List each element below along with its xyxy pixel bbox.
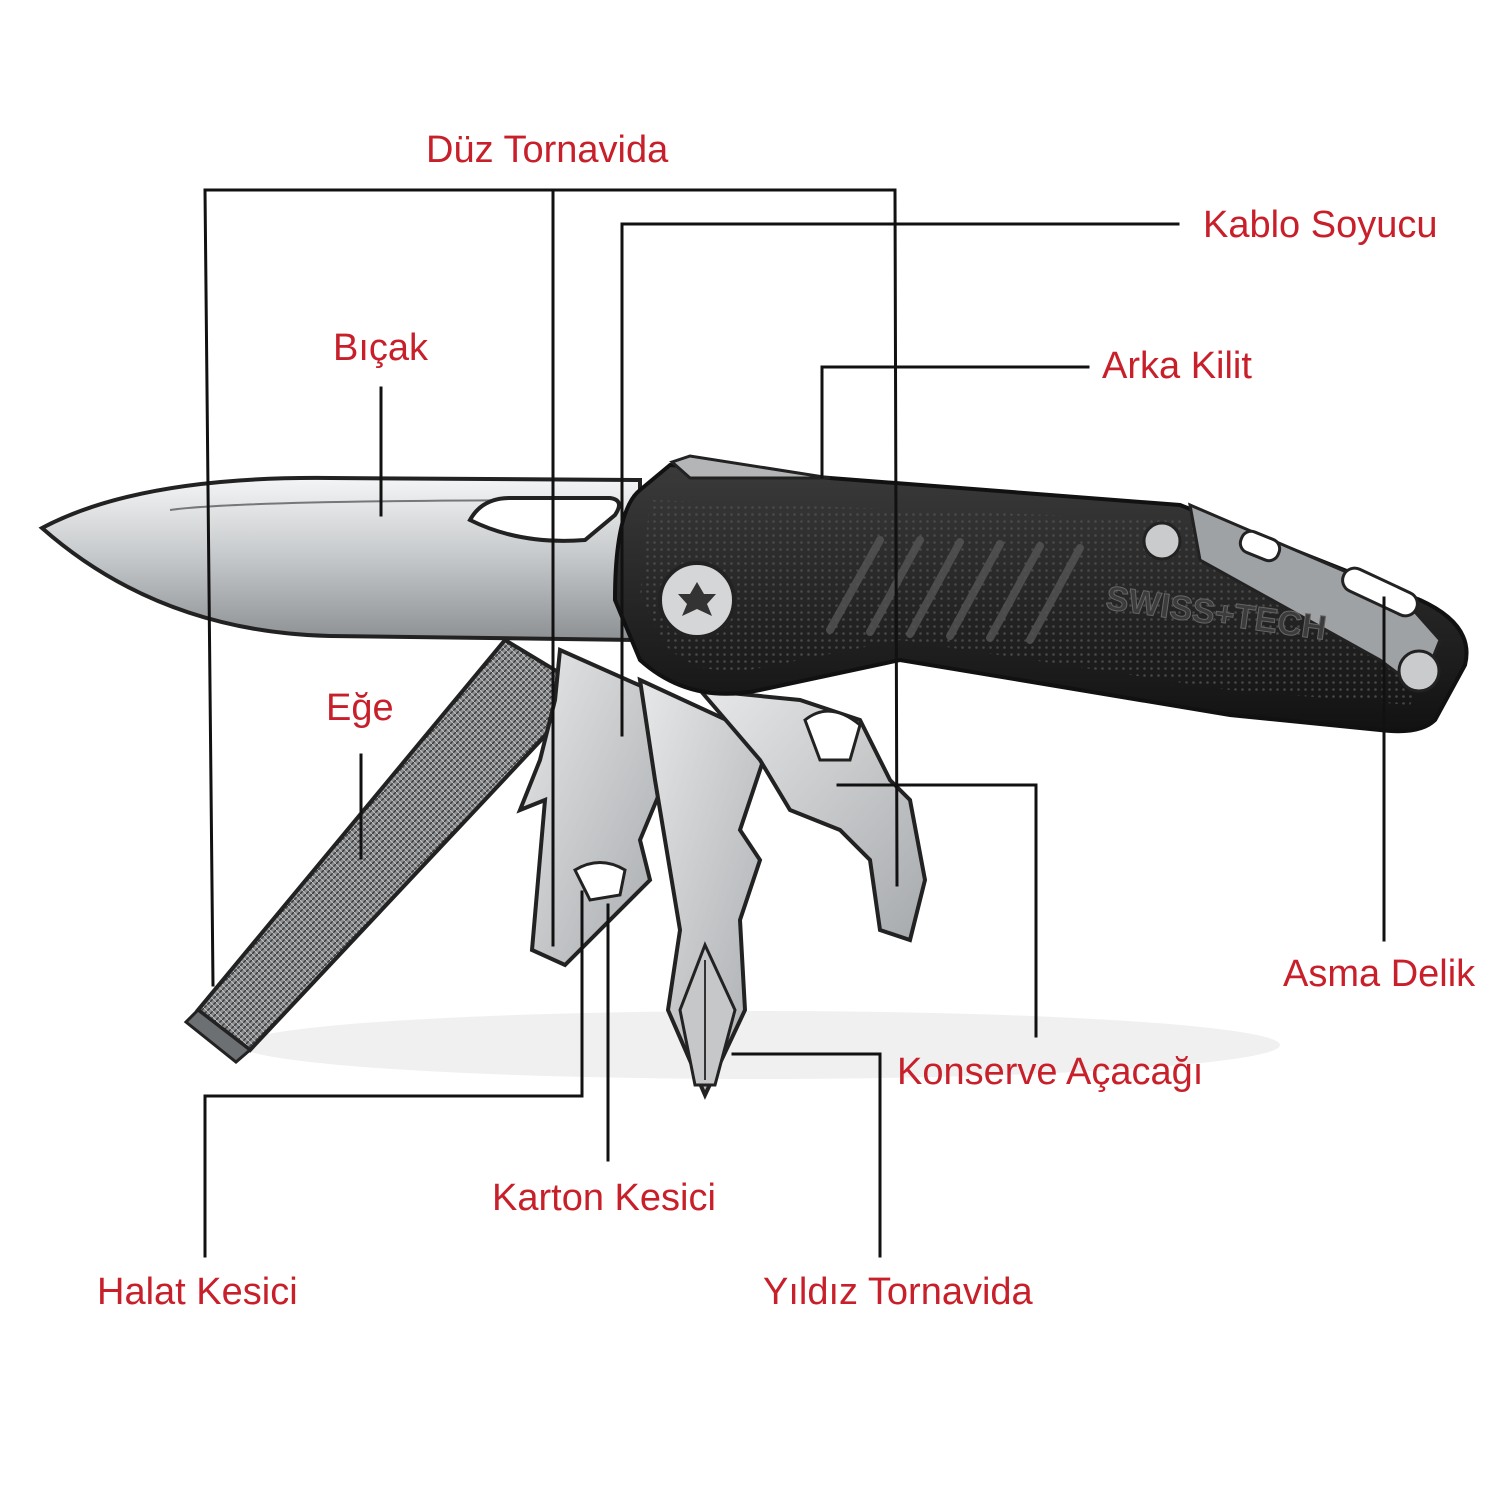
- ground-shadow: [240, 1011, 1280, 1079]
- can-opener-tool: [695, 687, 928, 943]
- label-bicak: Bıçak: [333, 327, 429, 369]
- leader-arka-kilit: [820, 365, 1090, 479]
- label-halat-kesici: Halat Kesici: [97, 1271, 298, 1313]
- leader-duz-tornavida: [203, 188, 899, 987]
- knife-handle: SWISS+TECH: [612, 454, 1469, 734]
- leader-konserve: [836, 783, 1038, 1038]
- label-kablo-soyucu: Kablo Soyucu: [1203, 204, 1438, 246]
- leader-lines: [203, 188, 1386, 1258]
- label-konserve-acacagi: Konserve Açacağı: [897, 1051, 1204, 1093]
- label-asma-delik: Asma Delik: [1283, 953, 1476, 995]
- file-tool: [183, 637, 592, 1064]
- leader-kablo-soyucu: [620, 222, 1180, 737]
- label-ege: Eğe: [326, 687, 394, 729]
- leader-halat-kesici: [203, 890, 584, 1258]
- label-arka-kilit: Arka Kilit: [1102, 345, 1252, 387]
- phillips-tool: [637, 676, 773, 1100]
- label-karton-kesici: Karton Kesici: [492, 1177, 716, 1219]
- cutter-tool: [516, 647, 668, 968]
- label-duz-tornavida: Düz Tornavida: [426, 129, 669, 171]
- knife-blade: [38, 475, 642, 643]
- leader-yildiz: [731, 1052, 882, 1258]
- label-yildiz-tornavida: Yıldız Tornavida: [763, 1271, 1033, 1313]
